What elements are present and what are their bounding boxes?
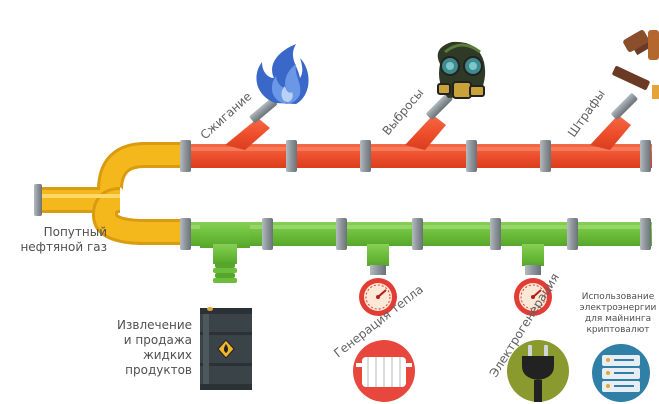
red-pipe [182, 93, 652, 168]
gavel-icon [612, 30, 659, 99]
red-branch-fines [590, 115, 631, 150]
green-pipe-couplings [180, 218, 651, 250]
mining-label-line3: для майнинга [584, 314, 652, 324]
source-label-line2: нефтяной газ [20, 240, 107, 254]
oil-barrel-icon [200, 307, 252, 390]
power-gauge-icon [514, 265, 552, 316]
fines-label: Штрафы [565, 87, 608, 140]
mining-label: Использование электроэнергии для майнинг… [578, 292, 658, 336]
red-branch-burning [225, 118, 270, 150]
heat-gauge-icon [359, 265, 397, 316]
extraction-label-line1: Извлечение [117, 318, 192, 332]
flame-icon [256, 44, 309, 104]
extraction-label-line4: продуктов [125, 363, 192, 377]
source-flange [34, 184, 42, 216]
extraction-label-line3: жидких [142, 348, 192, 362]
mining-label-line4: криптовалют [586, 325, 650, 335]
gas-mask-icon [437, 41, 486, 99]
extraction-coil [213, 262, 237, 283]
extraction-label-line2: и продажа [123, 333, 192, 347]
red-pipe-couplings [180, 140, 651, 172]
extraction-label: Извлечение и продажа жидких продуктов [100, 318, 192, 378]
server-rack-icon [592, 344, 650, 402]
red-branch-emissions [405, 115, 446, 150]
electric-plug-icon [507, 340, 569, 402]
yellow-source-pipe [34, 142, 185, 245]
mining-label-line1: Использование [581, 292, 655, 302]
radiator-icon [353, 340, 415, 402]
source-label: Попутный нефтяной газ [3, 225, 107, 255]
mining-label-line2: электроэнергии [579, 303, 657, 313]
source-label-line1: Попутный [43, 225, 107, 239]
